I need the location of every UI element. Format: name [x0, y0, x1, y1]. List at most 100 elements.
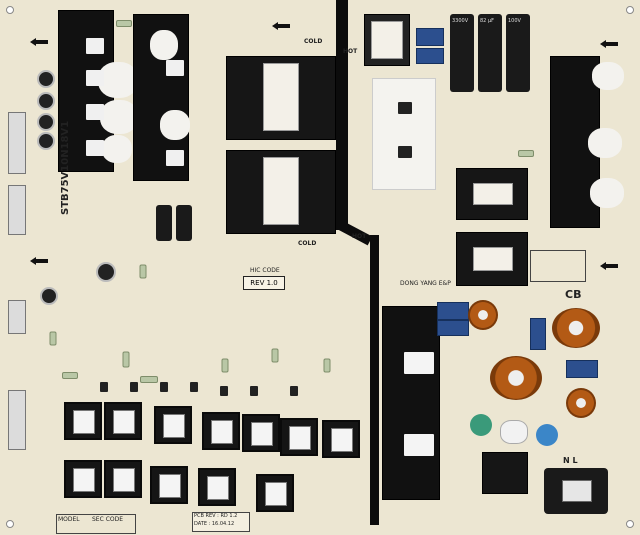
smd-ic-4 [190, 382, 198, 392]
film-cap-5 [530, 318, 546, 350]
sq-transformer-5 [242, 414, 280, 452]
mosfet-5 [166, 60, 184, 76]
cap-left-6 [40, 287, 58, 305]
bulk-cap-1 [450, 14, 474, 92]
smd-ic-7 [290, 386, 298, 396]
resistor-9 [49, 331, 57, 346]
thermal-compound-2 [100, 100, 138, 134]
thermal-compound-1 [98, 62, 138, 98]
mount-hole-1 [6, 6, 14, 14]
isolation-trace-lower [370, 235, 379, 525]
film-cap-3 [437, 302, 469, 320]
cap-left-4 [37, 132, 55, 150]
white-heatsink-block [372, 78, 436, 190]
cap-rating-3: 100V [508, 18, 521, 24]
common-mode-choke [482, 452, 528, 494]
model-print: STB75V10N18V1 [60, 120, 71, 215]
sq-transformer-8 [64, 460, 102, 498]
rev-label: REV 1.0 [243, 276, 285, 290]
resistor-10 [518, 150, 534, 157]
toroid-choke-2 [490, 356, 542, 400]
manufacturer-label: DONG YANG E&P [400, 280, 451, 287]
cap-rating-2: 82 µF [480, 18, 495, 24]
arrow-icon-5 [272, 22, 290, 30]
cb-mark: CB [565, 288, 582, 301]
cold-label: COLD [304, 38, 323, 45]
resistor-8 [323, 358, 331, 373]
disc-cap-1 [470, 414, 492, 436]
transformer-right-2-label [473, 247, 513, 271]
connector-left-1 [8, 112, 26, 174]
connector-left-2 [8, 185, 26, 235]
smd-ic-1 [100, 382, 108, 392]
toroid-choke-3 [552, 308, 600, 348]
mosfet-8 [398, 146, 412, 158]
transformer-lower [226, 150, 336, 234]
nl-label: N L [563, 456, 578, 465]
smd-ic-6 [250, 386, 258, 396]
thermal-compound-6 [592, 62, 624, 90]
cap-left-1 [37, 70, 55, 88]
sec-code-label: SEC CODE [92, 516, 124, 523]
resistor-3 [62, 372, 78, 379]
arrow-icon-2 [30, 257, 48, 265]
thermal-compound-8 [590, 178, 624, 208]
film-cap-1 [416, 28, 444, 46]
mosfet-3 [86, 104, 104, 120]
electrolytic-pair-2 [176, 205, 192, 241]
sq-transformer-1 [64, 402, 102, 440]
mount-hole-3 [626, 520, 634, 528]
code-label-box [56, 514, 136, 534]
hic-code-label: HIC CODE [250, 267, 280, 274]
cap-left-2 [37, 92, 55, 110]
model-code-label: MODEL [58, 516, 80, 523]
film-cap-6 [566, 360, 598, 378]
transformer-right-2 [456, 232, 528, 286]
cap-left-3 [37, 113, 55, 131]
bulk-cap-2 [478, 14, 502, 92]
sq-transformer-4 [202, 412, 240, 450]
connector-left-4 [8, 390, 26, 450]
arrow-icon-1 [30, 38, 48, 46]
heatsink-lower-center [382, 306, 440, 500]
sq-transformer-6 [280, 418, 318, 456]
mount-hole-4 [6, 520, 14, 528]
hot-label-2: HOT [352, 233, 367, 240]
mosfet-2 [86, 70, 104, 86]
sq-transformer-12 [256, 474, 294, 512]
arrow-icon-4 [600, 262, 618, 270]
disc-cap-3 [500, 420, 528, 444]
transformer-small-top [364, 14, 410, 66]
mosfet-7 [398, 102, 412, 114]
sq-transformer-9 [104, 460, 142, 498]
sq-transformer-10 [150, 466, 188, 504]
isolation-trace-vertical [336, 0, 348, 230]
arrow-icon-3 [600, 40, 618, 48]
transformer-small-label [371, 21, 403, 59]
sq-transformer-3 [154, 406, 192, 444]
ac-inlet-socket [562, 480, 592, 502]
sq-transformer-7 [322, 420, 360, 458]
ac-inlet [544, 468, 608, 514]
thermal-compound-7 [588, 128, 622, 158]
date-label-box [192, 512, 250, 532]
cold-label-2: COLD [298, 240, 317, 247]
resistor-4 [122, 351, 130, 368]
hot-label: HOT [343, 48, 358, 55]
film-cap-2 [416, 48, 444, 64]
transformer-right-1 [456, 168, 528, 220]
toroid-choke-4 [566, 388, 596, 418]
cap-rating-1: 3300V [452, 18, 469, 24]
thermal-compound-5 [160, 110, 190, 140]
thermal-compound-3 [102, 135, 132, 163]
cap-left-5 [96, 262, 116, 282]
thermal-compound-4 [150, 30, 178, 60]
mosfet-10 [404, 434, 434, 456]
film-cap-4 [437, 320, 469, 336]
smd-ic-3 [160, 382, 168, 392]
sq-transformer-2 [104, 402, 142, 440]
mount-hole-2 [626, 6, 634, 14]
transformer-label-lower [263, 157, 299, 225]
resistor-7 [221, 358, 229, 373]
